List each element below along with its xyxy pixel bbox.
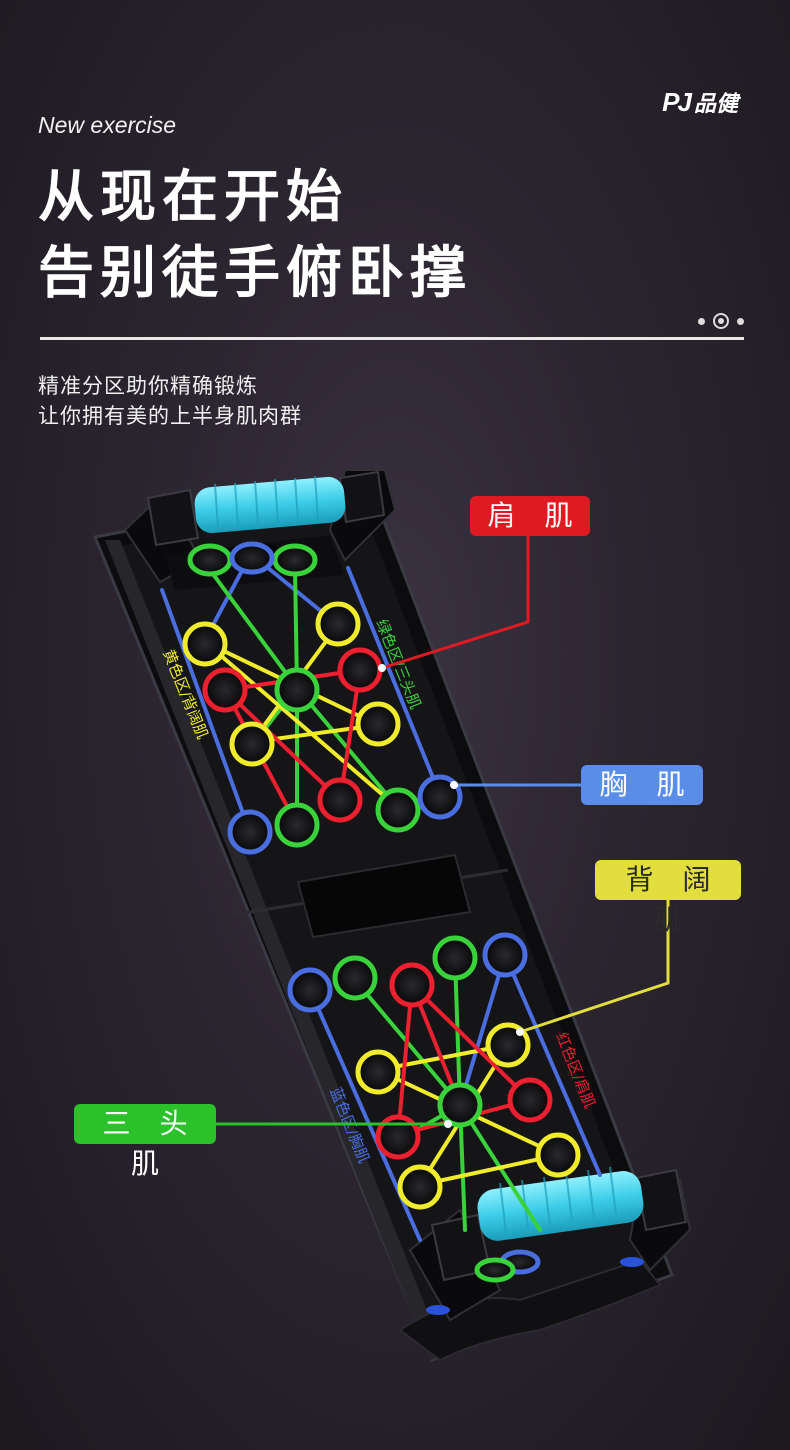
brand-name: 品健	[693, 92, 738, 117]
brand-logo: PJ 品健	[662, 86, 738, 118]
subtitle-english: New exercise	[38, 112, 177, 138]
top-zone-holes	[182, 541, 463, 855]
bottom-zone-holes	[287, 932, 581, 1283]
callout-shoulder-label: 肩 肌	[470, 496, 590, 536]
bottom-handle	[408, 1166, 692, 1322]
callout-back-label: 背 阔 肌	[595, 860, 741, 936]
headline-line-2: 告别徒手俯卧撑	[38, 241, 472, 306]
dot-icon	[698, 317, 705, 325]
headline-line-1: 从现在开始	[38, 165, 348, 230]
dot-active-icon	[713, 313, 729, 329]
callout-leader-lines	[216, 536, 670, 1128]
board-body	[92, 483, 674, 1362]
dot-icon	[737, 317, 744, 325]
callout-triceps-label: 三 头 肌	[74, 1104, 216, 1180]
brand-mark: PJ	[662, 86, 692, 117]
description-line-1: 精准分区助你精确锻炼	[38, 374, 258, 398]
divider	[40, 337, 744, 340]
description-line-2: 让你拥有美的上半身肌肉群	[38, 404, 302, 428]
callout-chest-label: 胸 肌	[581, 765, 703, 805]
carousel-dots	[698, 313, 744, 329]
